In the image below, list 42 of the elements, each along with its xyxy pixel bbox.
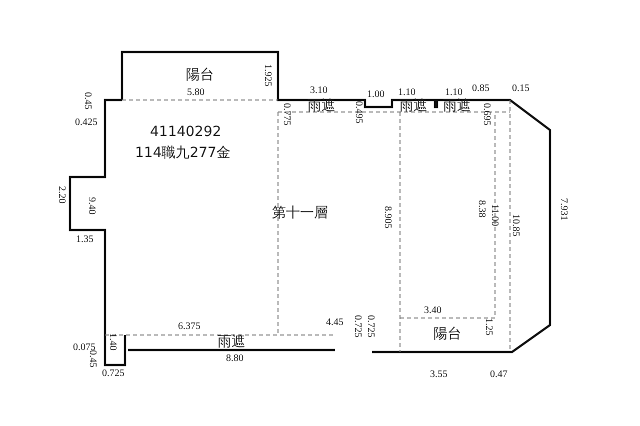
dimension-label: 1.00	[367, 90, 384, 100]
dimension-label: 3.40	[424, 306, 442, 316]
dimension-label: 7.931	[558, 198, 568, 220]
dimension-label: 11.00	[489, 204, 499, 226]
room-label: 雨遮	[218, 336, 246, 350]
dimension-label: 1.10	[445, 88, 462, 98]
dimension-label: 8.80	[226, 354, 244, 364]
dimension-label: 2.20	[56, 186, 66, 204]
dimension-label: 0.85	[472, 84, 490, 94]
dimension-label: 8.38	[476, 200, 486, 218]
room-label: 第十一層	[272, 207, 328, 221]
dimension-label: 0.425	[75, 118, 98, 128]
dimension-label: 0.47	[490, 370, 508, 380]
room-label: 雨遮	[400, 100, 428, 114]
dimension-label: 0.695	[481, 103, 491, 126]
room-label: 陽台	[434, 328, 462, 342]
dimension-label: 3.10	[310, 86, 328, 96]
dimension-label: 4.45	[326, 318, 344, 328]
dimension-label: 0.775	[281, 103, 291, 126]
dimension-label: 3.55	[430, 370, 448, 380]
dimension-label: 0.725	[102, 369, 124, 379]
dimension-label: 0.45	[82, 92, 92, 110]
dimension-label: 6.375	[178, 322, 200, 332]
dimension-label: 8.905	[382, 206, 392, 228]
dimension-label: 0.15	[512, 84, 530, 94]
dimension-label: 0.495	[353, 101, 363, 124]
dimension-label: 1.25	[483, 318, 493, 336]
dimension-label: 0.725	[365, 315, 375, 338]
dimension-label: 1.925	[262, 64, 272, 86]
dimension-label: 1.35	[76, 235, 94, 245]
case-number-text: 41140292	[150, 125, 222, 139]
dimension-label: 0.725	[352, 315, 362, 338]
dimension-label: 0.45	[87, 350, 97, 368]
room-label: 陽台	[186, 69, 214, 83]
dimension-label: 10.85	[510, 214, 520, 236]
room-label: 雨遮	[308, 100, 336, 114]
dimension-label: 5.80	[187, 88, 204, 98]
dimension-label: 1.10	[398, 88, 416, 98]
case-number-text: 114職九277金	[135, 146, 230, 160]
room-label: 雨遮	[443, 100, 471, 114]
dimension-label: 1.40	[107, 333, 117, 350]
dimension-label: 9.40	[86, 197, 96, 214]
